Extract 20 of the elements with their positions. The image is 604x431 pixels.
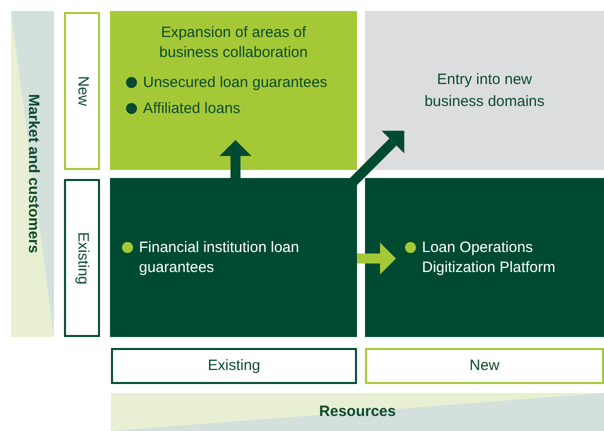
block-arrow bbox=[220, 140, 252, 180]
bullet-text: Loan Operations Digitization Platform bbox=[422, 238, 556, 278]
quadrant-box bbox=[110, 178, 357, 337]
axis-label-box: Existing bbox=[64, 179, 100, 337]
axis-title: Market and customers bbox=[24, 94, 43, 254]
quadrant-heading: Entry into new business domains bbox=[423, 70, 546, 112]
axis-label-box: New bbox=[64, 12, 100, 170]
bullet-text: Affiliated loans bbox=[143, 99, 240, 119]
axis-band bbox=[11, 11, 54, 337]
quadrant-heading: Expansion of areas of business collaboration bbox=[158, 23, 309, 63]
quadrant-box bbox=[110, 11, 357, 170]
axis-label-box: New bbox=[365, 348, 604, 384]
bullet-text: Financial institution loan guarantees bbox=[139, 238, 300, 278]
axis-title: Resources bbox=[319, 402, 396, 422]
bullet-text: Unsecured loan guarantees bbox=[143, 73, 328, 93]
quadrant-box bbox=[365, 178, 604, 337]
axis-label-box: Existing bbox=[111, 348, 357, 384]
block-arrow bbox=[357, 242, 396, 274]
quadrant-box bbox=[365, 11, 604, 170]
axis-band bbox=[111, 393, 604, 431]
